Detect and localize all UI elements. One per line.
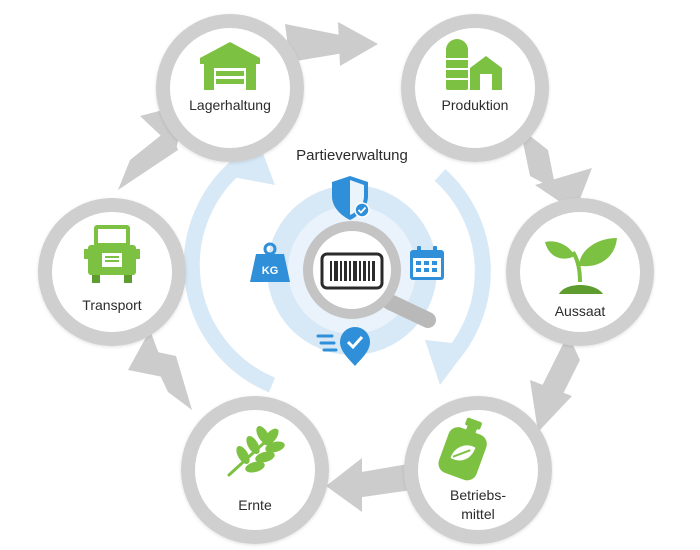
node-label-aussaat: Aussaat bbox=[555, 303, 606, 319]
node-label-produktion: Produktion bbox=[442, 97, 509, 113]
node-label-lagerhaltung: Lagerhaltung bbox=[189, 97, 271, 113]
magnifier-barcode-icon bbox=[303, 221, 436, 328]
node-label-ernte: Ernte bbox=[238, 497, 272, 513]
arrow-transport-to-lager bbox=[118, 128, 178, 190]
factory-silo-icon bbox=[446, 39, 502, 90]
arrow-betriebsmittel-to-ernte bbox=[350, 462, 420, 498]
arrow-produktion-to-aussaat bbox=[520, 128, 556, 190]
center-right-cycle-arrow bbox=[434, 169, 491, 366]
warehouse-icon bbox=[200, 42, 260, 90]
center-hub: Partieverwaltung KG bbox=[183, 140, 491, 393]
arrow-lager-to-produktion bbox=[285, 24, 350, 62]
shield-check-icon bbox=[332, 176, 370, 220]
center-title: Partieverwaltung bbox=[296, 147, 408, 164]
center-left-cycle-arrow bbox=[183, 153, 276, 393]
node-label-transport: Transport bbox=[82, 297, 142, 313]
calendar-icon bbox=[410, 246, 444, 280]
seedling-icon bbox=[545, 238, 617, 294]
location-check-icon bbox=[316, 327, 370, 366]
cycle-connector-arrows bbox=[118, 22, 592, 512]
node-label-betriebsmittel-line2: mittel bbox=[461, 506, 494, 522]
wheat-icon bbox=[227, 425, 285, 477]
node-label-betriebsmittel-line1: Betriebs- bbox=[450, 487, 506, 503]
weight-icon: KG bbox=[250, 242, 290, 282]
bottle-leaf-icon bbox=[438, 417, 487, 481]
weight-badge-label: KG bbox=[262, 265, 279, 277]
truck-icon bbox=[84, 225, 140, 283]
